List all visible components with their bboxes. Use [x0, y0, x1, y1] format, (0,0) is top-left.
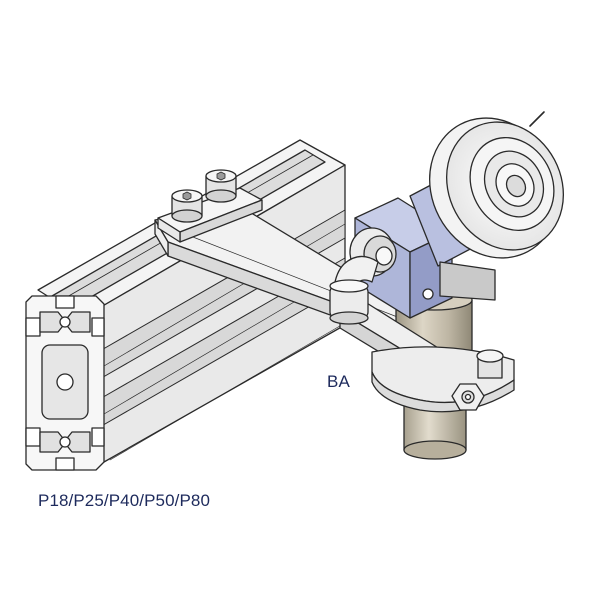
guide-roller — [429, 111, 565, 259]
elbow-fitting — [329, 255, 379, 325]
label-series: P18/P25/P40/P50/P80 — [38, 491, 211, 510]
socket-head-screw-1 — [171, 189, 203, 223]
socket-head-screw-2 — [205, 169, 237, 203]
hex-nut — [451, 383, 485, 411]
label-ba: BA — [327, 372, 350, 391]
clamp-arm — [339, 299, 515, 413]
